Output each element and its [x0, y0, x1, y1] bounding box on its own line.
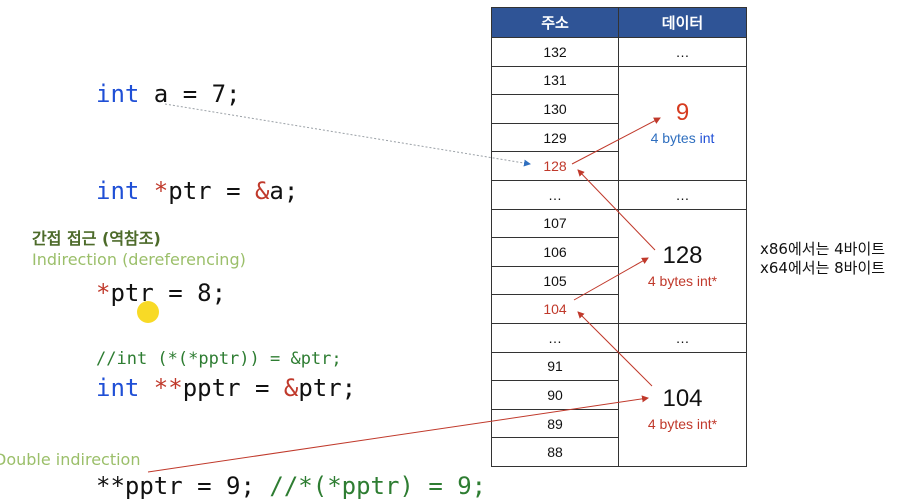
code-line-int-ptr: int *ptr = &a;: [96, 179, 298, 203]
mouse-cursor-highlight: [137, 301, 159, 323]
data-cell-ellipsis: …: [618, 179, 747, 210]
indirection-korean-label: 간접 접근 (역참조): [32, 229, 161, 248]
keyword-int: int: [96, 177, 140, 205]
code-text: ptr = 8;: [110, 279, 227, 307]
data-block-int-a: 9 4 bytes int: [618, 65, 747, 181]
note-x64: x64에서는 8바이트: [760, 259, 886, 277]
double-indirection-label: Double indirection: [0, 450, 141, 469]
address-cell-128: 128: [491, 151, 619, 181]
address-cell: 106: [491, 237, 619, 267]
code-comment-inline: //*(*pptr) = 9;: [269, 472, 487, 500]
code-text: a;: [269, 177, 299, 205]
double-pointer-stars: **: [139, 374, 183, 402]
indirection-english-label: Indirection (dereferencing): [32, 250, 246, 269]
type-label-int-ptr: 4 bytes int*: [647, 416, 718, 433]
code-text: pptr =: [182, 374, 284, 402]
code-text: ptr =: [168, 177, 255, 205]
data-block-pptr: 104 4 bytes int*: [618, 351, 747, 467]
pointer-star: *: [139, 177, 169, 205]
address-cell: 88: [491, 437, 619, 467]
code-text: a = 7;: [139, 80, 241, 108]
keyword-int: int: [96, 374, 140, 402]
memory-table: 주소 데이터 132 … 131 9 4 bytes int 130 129 1…: [491, 7, 747, 467]
pointer-size-note: x86에서는 4바이트 x64에서는 8바이트: [760, 240, 885, 278]
code-line-double-deref: **pptr = 9; //*(*pptr) = 9;: [96, 474, 486, 498]
type-size: 4 bytes: [650, 130, 700, 147]
type-label-int: 4 bytes int: [619, 130, 746, 146]
address-cell: 91: [491, 351, 619, 382]
keyword-int: int: [96, 80, 140, 108]
address-cell: 89: [491, 408, 619, 439]
address-cell-104: 104: [491, 294, 619, 324]
address-cell: 90: [491, 380, 619, 410]
dereference-star: *: [96, 279, 111, 307]
address-cell: 107: [491, 208, 619, 239]
code-text: ptr;: [298, 374, 357, 402]
note-x86: x86에서는 4바이트: [760, 240, 886, 258]
address-of-operator: &: [254, 177, 270, 205]
address-cell-ellipsis: …: [491, 322, 619, 353]
code-text: **pptr = 9;: [96, 472, 270, 500]
address-cell: 105: [491, 265, 619, 296]
value-128: 128: [662, 242, 703, 270]
code-comment: //int (*(*pptr)) = &ptr;: [96, 349, 342, 369]
value-104: 104: [662, 385, 703, 413]
code-line-int-pptr: int **pptr = &ptr;: [96, 376, 356, 400]
address-cell: 131: [491, 65, 619, 96]
address-cell: 129: [491, 122, 619, 153]
code-line-deref-ptr: *ptr = 8;: [96, 281, 226, 305]
code-line-int-a: int a = 7;: [96, 82, 241, 106]
address-cell-ellipsis: …: [491, 179, 619, 210]
value-9: 9: [675, 99, 690, 127]
header-data: 데이터: [618, 7, 747, 38]
arrow-a-to-128: [164, 103, 531, 167]
type-label-int-ptr: 4 bytes int*: [647, 273, 718, 290]
header-address: 주소: [491, 7, 619, 38]
data-block-ptr: 128 4 bytes int*: [618, 208, 747, 324]
address-of-operator: &: [283, 374, 299, 402]
type-keyword: int: [699, 130, 715, 147]
data-cell-ellipsis: …: [618, 322, 747, 353]
address-cell: 132: [491, 37, 619, 67]
data-cell-ellipsis: …: [618, 37, 747, 67]
address-cell: 130: [491, 94, 619, 124]
